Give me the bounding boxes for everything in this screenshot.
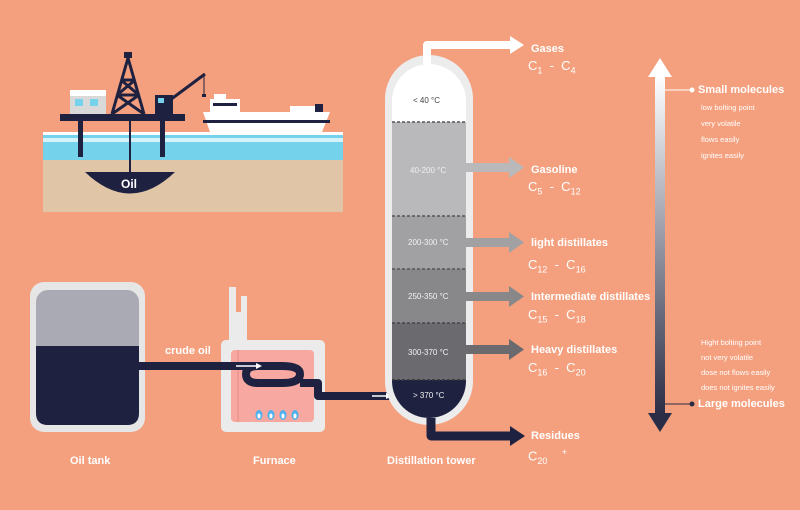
- section-1: [392, 64, 466, 122]
- section-3: [392, 216, 466, 269]
- oil-label: Oil: [121, 177, 138, 191]
- platform-deck: [60, 114, 185, 121]
- furnace: [221, 287, 325, 432]
- section-4: [392, 269, 466, 323]
- molecule-scale-arrow-icon: [648, 58, 695, 432]
- carbon-range: C1 - C4: [528, 58, 576, 76]
- carbon-range: C15 - C18: [528, 307, 586, 325]
- small-molecules-prop: flows easily: [701, 135, 740, 144]
- temp-label: > 370 °C: [413, 391, 445, 400]
- flame-icons: [255, 410, 299, 420]
- crane-arm-icon: [169, 72, 206, 102]
- product-name: Gasoline: [531, 164, 578, 176]
- section-5: [392, 323, 466, 380]
- small-molecules-prop: ignites easily: [701, 151, 744, 160]
- heavy-distillates-arrow-icon: [466, 339, 524, 360]
- carbon-range: C16 - C20: [528, 360, 586, 378]
- carbon-range: C12 - C16: [528, 257, 586, 275]
- derrick-icon: [110, 57, 146, 116]
- oil-tank: [30, 282, 145, 432]
- crude-oil-label: crude oil: [165, 345, 211, 357]
- temp-label: 300-370 °C: [408, 348, 449, 357]
- residues-arrow-icon: [426, 418, 525, 446]
- product-name: light distillates: [531, 237, 609, 249]
- temp-label: 40-200 °C: [410, 166, 447, 175]
- temp-label: 250-350 °C: [408, 292, 449, 301]
- ground: [43, 160, 343, 212]
- crude-oil-pipe: [139, 362, 392, 400]
- temp-label: 200-300 °C: [408, 238, 449, 247]
- sea: [43, 132, 343, 160]
- oil-tank-label: Oil tank: [70, 455, 111, 467]
- gasoline-arrow-icon: [466, 157, 524, 178]
- large-molecules-prop: Hight bolting point: [701, 338, 762, 347]
- small-molecules-title: Small molecules: [698, 84, 785, 96]
- offshore-scene: [43, 52, 343, 212]
- ship-icon: [203, 94, 330, 132]
- oil-deposit: [85, 172, 175, 194]
- temp-label: < 40 °C: [413, 96, 440, 105]
- large-molecules-prop: not very volatile: [701, 353, 754, 362]
- large-molecules-prop: dose not flows easily: [701, 368, 771, 377]
- section-2: [392, 122, 466, 216]
- small-molecules-prop: low bolting point: [701, 103, 755, 112]
- gases-arrow-icon: [423, 36, 524, 64]
- carbon-range: C20 +: [528, 447, 568, 466]
- large-molecules-title: Large molecules: [698, 398, 785, 410]
- small-molecules-prop: very volatile: [701, 119, 741, 128]
- intermediate-distillates-arrow-icon: [466, 286, 524, 307]
- product-name: Gases: [531, 43, 565, 55]
- distillation-tower: [385, 55, 473, 425]
- product-name: Intermediate distillates: [531, 291, 651, 303]
- product-name: Residues: [531, 430, 580, 442]
- furnace-label: Furnace: [253, 455, 296, 467]
- large-molecules-prop: does not ignites easily: [701, 383, 775, 392]
- carbon-range: C5 - C12: [528, 179, 581, 197]
- product-name: Heavy distillates: [531, 344, 618, 356]
- light-distillates-arrow-icon: [466, 232, 524, 253]
- distillation-tower-label: Distillation tower: [387, 455, 476, 467]
